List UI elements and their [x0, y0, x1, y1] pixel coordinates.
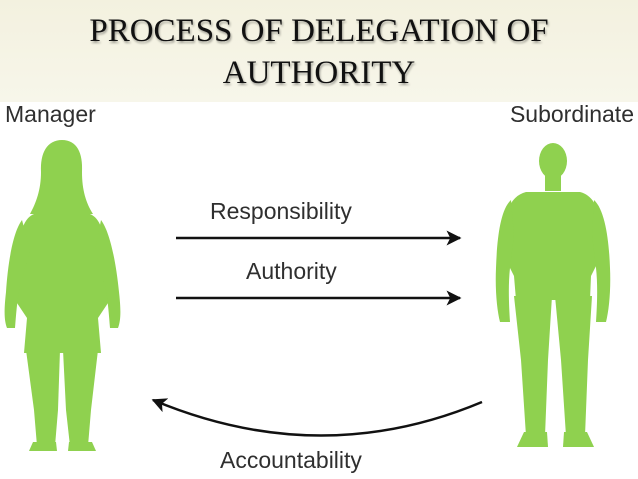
title-line-1: PROCESS OF DELEGATION OF [89, 13, 549, 49]
authority-label: Authority [246, 258, 337, 284]
accountability-label: Accountability [220, 447, 362, 473]
subordinate-label: Subordinate [509, 101, 634, 127]
male-silhouette-icon [495, 143, 611, 447]
responsibility-label: Responsibility [210, 198, 352, 224]
title-band [0, 0, 638, 102]
accountability-arrow [151, 398, 483, 437]
title-line-2: AUTHORITY [222, 55, 416, 91]
female-silhouette-icon [4, 140, 121, 451]
manager-label: Manager [5, 101, 96, 127]
page-title: PROCESS OF DELEGATION OF AUTHORITY [0, 10, 638, 94]
